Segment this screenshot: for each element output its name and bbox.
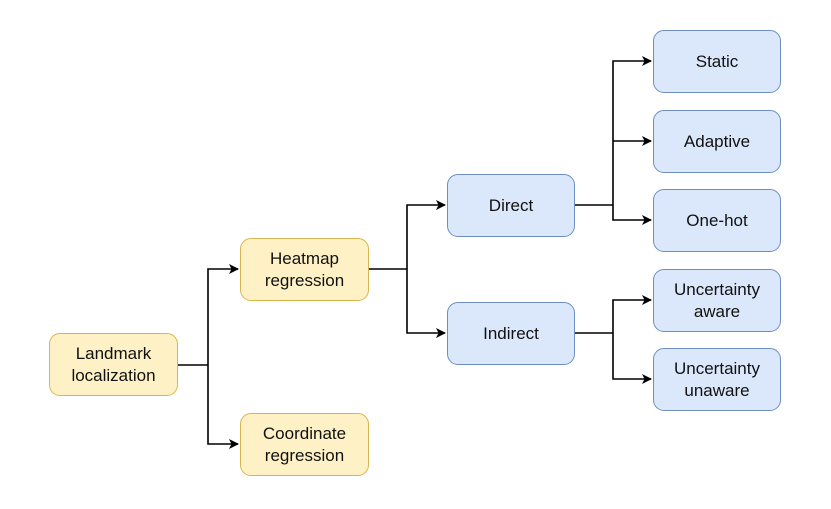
node-direct: Direct bbox=[447, 174, 575, 237]
node-uncertainty-aware: Uncertainty aware bbox=[653, 269, 781, 332]
node-coordinate-regression: Coordinate regression bbox=[240, 413, 369, 476]
node-landmark-localization: Landmark localization bbox=[49, 333, 178, 396]
edge-indirect-to-unc-aware bbox=[612, 295, 652, 333]
node-indirect: Indirect bbox=[447, 302, 575, 365]
node-static: Static bbox=[653, 30, 781, 93]
edge-heatmap-to-direct bbox=[406, 200, 446, 269]
edge-heatmap-to-indirect bbox=[406, 269, 446, 338]
edge-landmark-to-coordinate bbox=[207, 365, 239, 449]
edge-direct-to-static bbox=[612, 56, 652, 205]
node-adaptive: Adaptive bbox=[653, 110, 781, 173]
node-heatmap-regression: Heatmap regression bbox=[240, 238, 369, 301]
edge-direct-to-onehot bbox=[612, 205, 652, 225]
node-one-hot: One-hot bbox=[653, 189, 781, 252]
node-uncertainty-unaware: Uncertainty unaware bbox=[653, 348, 781, 411]
edge-landmark-to-heatmap bbox=[207, 264, 239, 365]
edge-indirect-to-unc-unaware bbox=[612, 333, 652, 384]
